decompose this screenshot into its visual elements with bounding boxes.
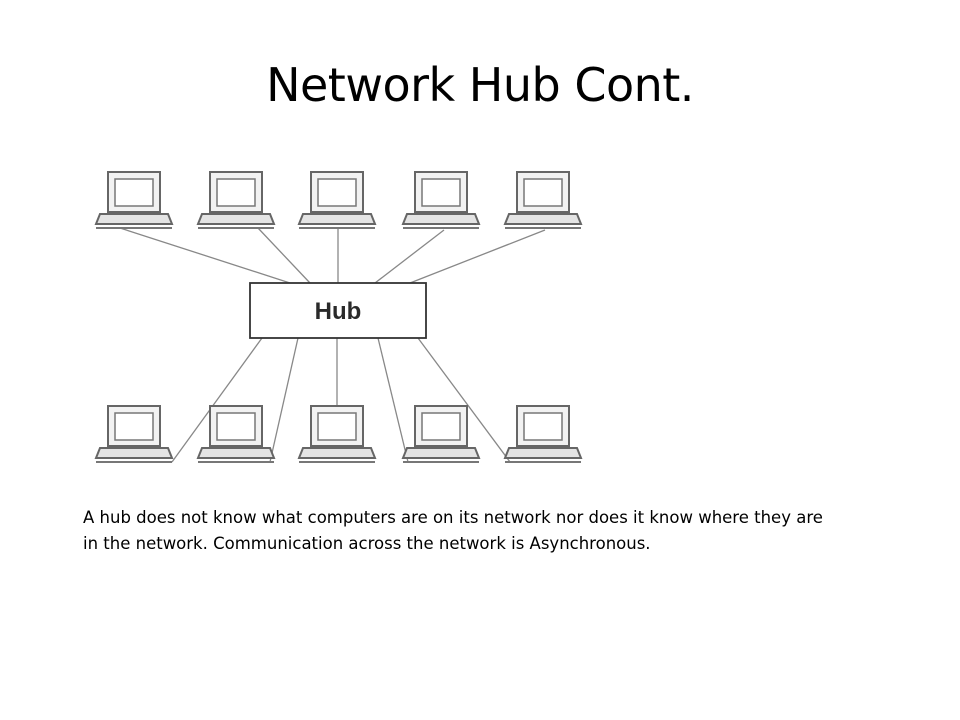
connection-line	[171, 337, 263, 463]
top-connections	[119, 227, 546, 284]
computer-icon	[197, 405, 275, 463]
bottom-row-computers	[95, 405, 582, 463]
computer-icon	[197, 171, 275, 229]
connection-line	[409, 229, 546, 284]
top-row-computers	[95, 171, 582, 229]
connection-line	[257, 227, 311, 284]
bottom-connections	[171, 337, 511, 463]
connection-line	[119, 227, 291, 284]
connection-line	[377, 337, 409, 463]
hub-label: Hub	[315, 298, 362, 325]
slide-title: Network Hub Cont.	[266, 58, 694, 112]
computer-icon	[504, 405, 582, 463]
computer-icon	[95, 171, 173, 229]
computer-icon	[95, 405, 173, 463]
connection-line	[374, 229, 445, 284]
connection-line	[417, 337, 511, 463]
computer-icon	[504, 171, 582, 229]
computer-icon	[402, 405, 480, 463]
computer-icon	[298, 171, 376, 229]
body-paragraph: A hub does not know what computers are o…	[83, 508, 823, 553]
hub-box: Hub	[249, 282, 427, 339]
connection-line	[269, 337, 299, 463]
computer-icon	[402, 171, 480, 229]
computer-icon	[298, 405, 376, 463]
